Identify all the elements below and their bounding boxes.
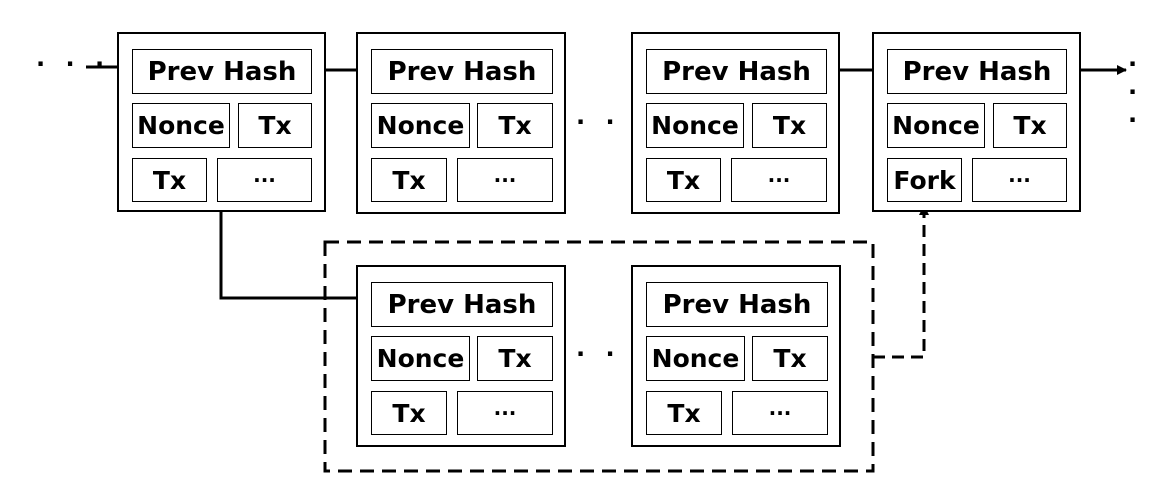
more-transactions: ···	[457, 158, 553, 202]
prev-hash-field: Prev Hash	[887, 49, 1067, 94]
tx-field: Tx	[477, 336, 553, 381]
prev-hash-field: Prev Hash	[371, 282, 553, 327]
nonce-field: Nonce	[371, 336, 470, 381]
tx-field: Tx	[371, 391, 447, 435]
block-3: Prev Hash Nonce Tx Tx ···	[631, 32, 840, 214]
prev-hash-field: Prev Hash	[371, 49, 553, 94]
tx-field: Tx	[646, 391, 722, 435]
tx-field: Tx	[752, 103, 827, 148]
fork-block-2: Prev Hash Nonce Tx Tx ···	[631, 265, 841, 447]
nonce-field: Nonce	[646, 103, 744, 148]
prev-hash-field: Prev Hash	[646, 49, 827, 94]
more-transactions: ···	[731, 158, 827, 202]
more-transactions: ···	[972, 158, 1067, 202]
dots-right: · · ·	[1128, 50, 1144, 134]
fork-block-1: Prev Hash Nonce Tx Tx ···	[356, 265, 566, 447]
nonce-field: Nonce	[371, 103, 470, 148]
block-2: Prev Hash Nonce Tx Tx ···	[356, 32, 566, 214]
arrow-branch	[219, 212, 367, 303]
more-transactions: ···	[217, 158, 312, 202]
more-transactions: ···	[732, 391, 828, 435]
more-transactions: ···	[457, 391, 553, 435]
tx-field: Tx	[752, 336, 828, 381]
nonce-field: Nonce	[887, 103, 985, 148]
tx-field: Tx	[371, 158, 447, 202]
nonce-field: Nonce	[646, 336, 745, 381]
prev-hash-field: Prev Hash	[646, 282, 828, 327]
dots-left: · · ·	[36, 50, 111, 78]
tx-field: Tx	[132, 158, 207, 202]
block-4: Prev Hash Nonce Tx Fork ···	[872, 32, 1081, 212]
fork-field: Fork	[887, 158, 962, 202]
tx-field: Tx	[993, 103, 1067, 148]
tx-field: Tx	[477, 103, 553, 148]
tx-field: Tx	[238, 103, 312, 148]
tx-field: Tx	[646, 158, 721, 202]
block-1: Prev Hash Nonce Tx Tx ···	[117, 32, 326, 212]
nonce-field: Nonce	[132, 103, 230, 148]
prev-hash-field: Prev Hash	[132, 49, 312, 94]
